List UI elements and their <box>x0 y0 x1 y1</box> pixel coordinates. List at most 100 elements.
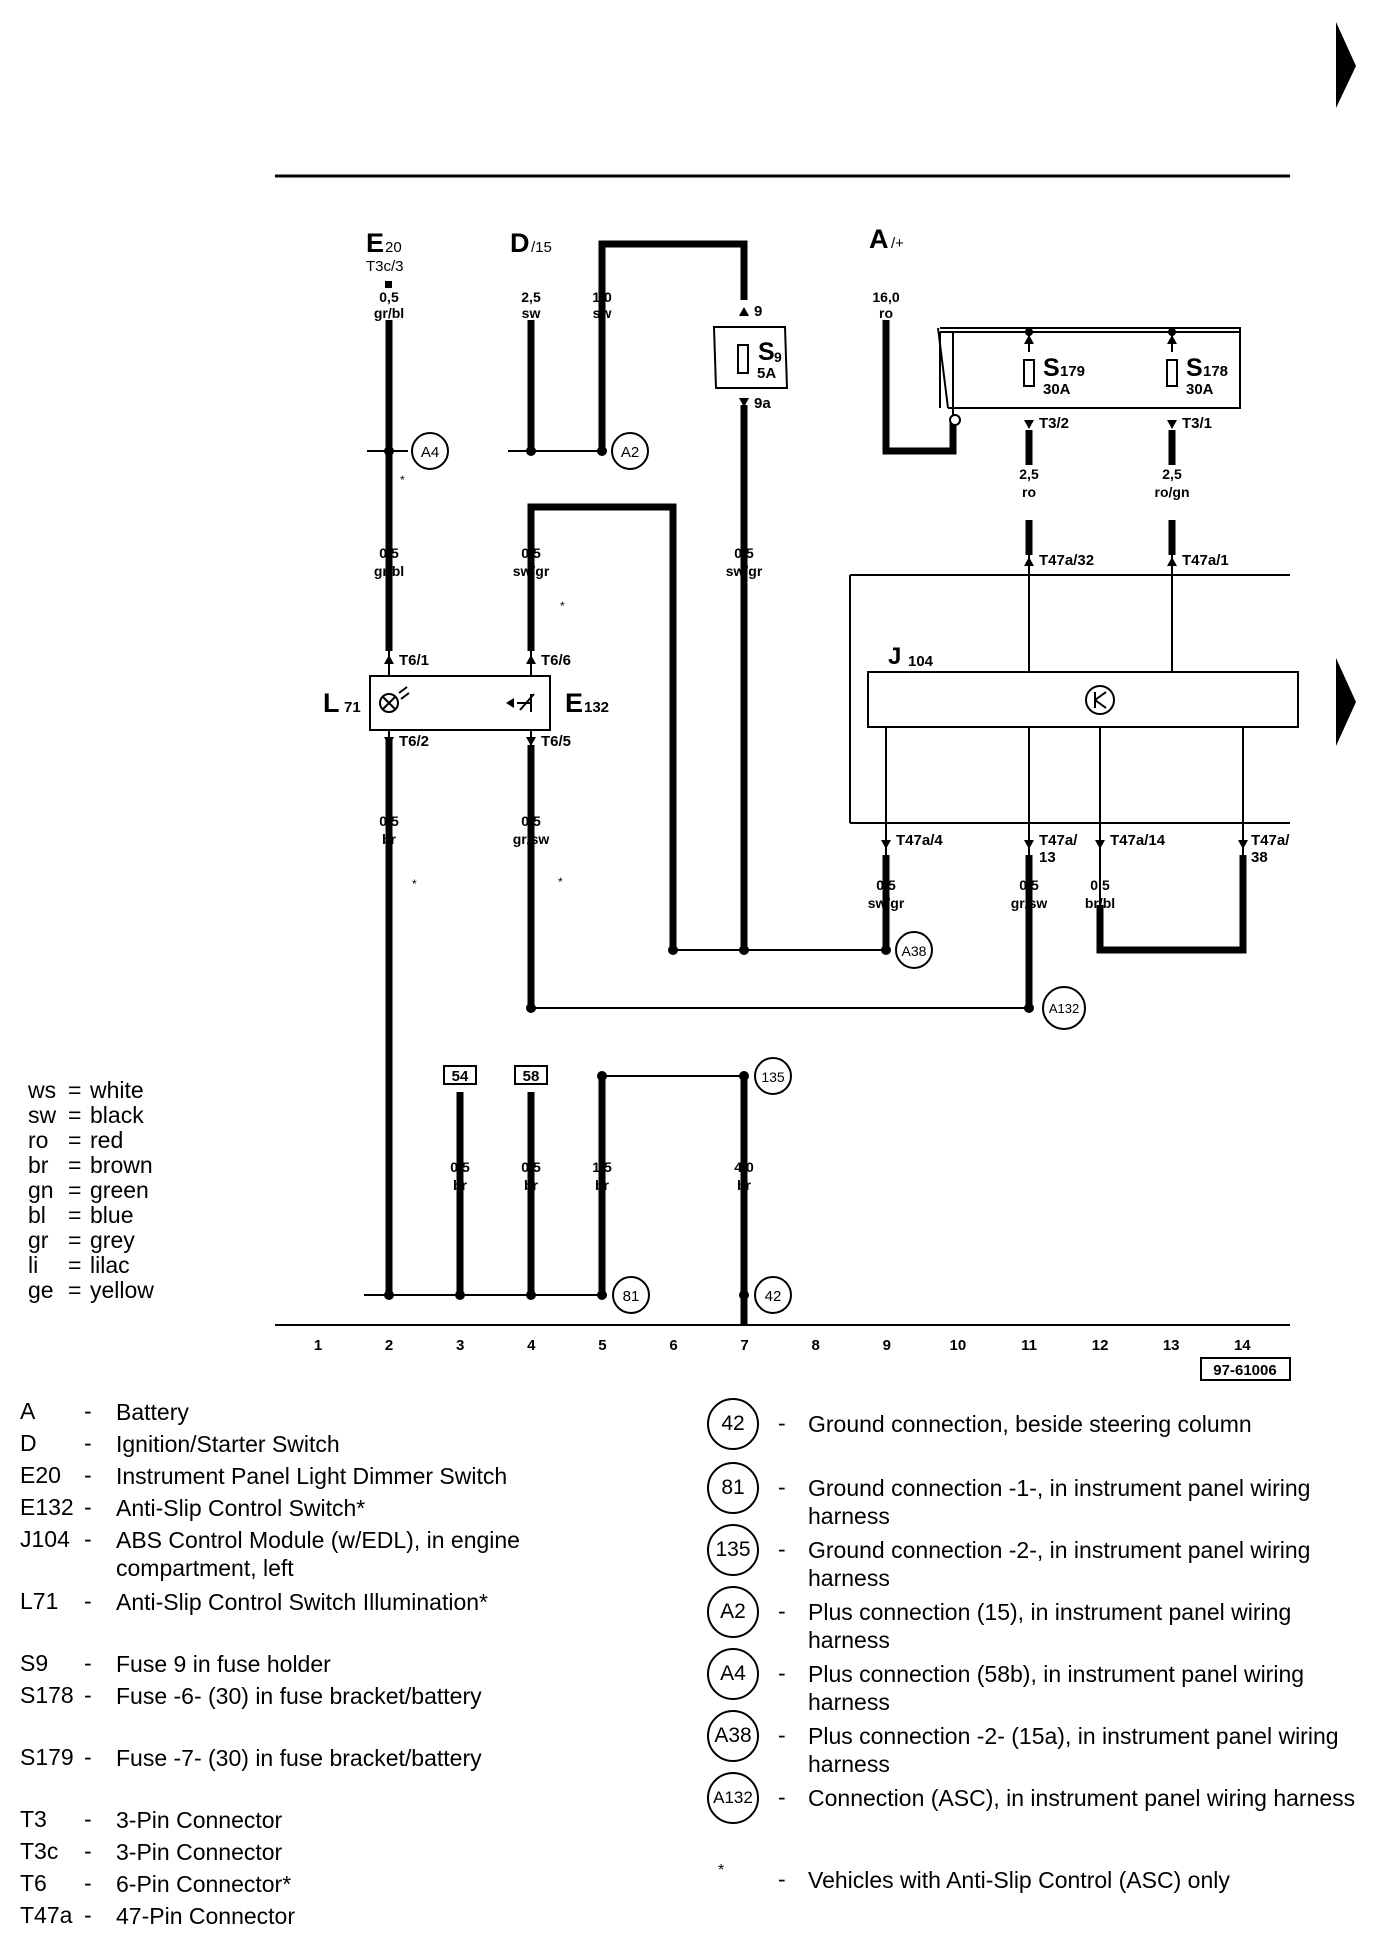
svg-text:ro: ro <box>879 305 893 321</box>
svg-text:T6/6: T6/6 <box>541 652 571 669</box>
svg-text:0,5: 0,5 <box>379 289 399 305</box>
color-abbr: ge <box>28 1277 54 1303</box>
ground-42[interactable]: 42 <box>754 1276 792 1314</box>
grid-number: 3 <box>456 1337 464 1354</box>
color-name: grey <box>90 1227 135 1253</box>
ground-135[interactable]: 135 <box>754 1057 792 1095</box>
svg-text:sw/gr: sw/gr <box>726 563 763 579</box>
svg-text:179: 179 <box>1060 363 1085 380</box>
svg-text:A2: A2 <box>621 444 639 461</box>
abs-control-module-j104[interactable] <box>849 574 1299 824</box>
svg-text:E: E <box>366 228 384 258</box>
svg-text:A4: A4 <box>421 444 439 461</box>
transistor-icon <box>1085 685 1115 715</box>
color-name: lilac <box>90 1252 130 1278</box>
svg-text:*: * <box>560 599 565 613</box>
connection-symbol: 42 <box>707 1398 759 1450</box>
component-code: S9 <box>20 1650 49 1676</box>
fuse-s9[interactable]: S 9 5A <box>712 326 789 389</box>
svg-text:L: L <box>323 688 340 718</box>
battery-header: A /+ <box>869 224 904 254</box>
component-code: S179 <box>20 1744 74 1770</box>
svg-text:sw/gr: sw/gr <box>868 895 905 911</box>
svg-text:97-61006: 97-61006 <box>1213 1362 1276 1379</box>
fuse-bracket <box>937 327 1241 409</box>
switch-assembly[interactable] <box>369 675 551 731</box>
fuse-s179[interactable]: S 179 30A T3/2 <box>1023 354 1085 432</box>
svg-text:4,0: 4,0 <box>734 1159 754 1175</box>
svg-text:81: 81 <box>623 1288 640 1305</box>
connection-a4[interactable]: A4 <box>411 432 449 470</box>
grid-number: 13 <box>1163 1337 1180 1354</box>
component-description: 6-Pin Connector* <box>116 1871 292 1897</box>
s9-pin-out: 9a <box>754 395 771 412</box>
next-page-arrow-icon[interactable] <box>1336 22 1356 108</box>
connection-symbol: A2 <box>707 1586 759 1638</box>
wire-labels: 0,5 gr/bl 2,5 sw 1,0 sw 16,0 ro 2,5 ro 2… <box>374 289 1190 1193</box>
svg-text:/15: /15 <box>531 239 552 256</box>
component-code: L71 <box>20 1588 59 1614</box>
svg-text:9: 9 <box>774 349 782 365</box>
svg-text:S: S <box>1186 354 1203 382</box>
svg-text:54: 54 <box>452 1068 469 1085</box>
grid-number: 7 <box>740 1337 748 1354</box>
connection-a2[interactable]: A2 <box>611 432 649 470</box>
legend-dash: - <box>84 1588 92 1614</box>
svg-text:*: * <box>412 877 417 891</box>
connection-symbol: A38 <box>707 1710 759 1762</box>
grid-number: 1 <box>314 1337 322 1354</box>
svg-text:sw: sw <box>522 305 541 321</box>
grid-number: 10 <box>950 1337 967 1354</box>
legend-dash: - <box>778 1722 786 1748</box>
legend-dash: - <box>84 1398 92 1424</box>
connection-a38[interactable]: A38 <box>895 931 933 969</box>
svg-text:A38: A38 <box>902 943 927 959</box>
component-code: D <box>20 1430 37 1456</box>
next-section-arrow-icon[interactable] <box>1336 658 1356 746</box>
connection-symbol: A4 <box>707 1648 759 1700</box>
svg-text:1,5: 1,5 <box>592 1159 612 1175</box>
svg-text:sw/gr: sw/gr <box>513 563 550 579</box>
terminal-58: 58 <box>514 1065 548 1085</box>
color-legend-row: gn=green <box>28 1178 154 1203</box>
legend-dash: - <box>778 1784 786 1810</box>
equals-sign: = <box>68 1127 82 1153</box>
legend-dash: - <box>84 1526 92 1552</box>
ground-81[interactable]: 81 <box>612 1276 650 1314</box>
legend-dash: - <box>84 1650 92 1676</box>
e20-header: E 20 T3c/3 <box>366 228 404 275</box>
connection-description: Plus connection -2- (15a), in instrument… <box>808 1723 1339 1777</box>
component-code: T3 <box>20 1806 47 1832</box>
equals-sign: = <box>68 1152 82 1178</box>
svg-text:T3/1: T3/1 <box>1182 415 1212 432</box>
color-name: white <box>90 1077 144 1103</box>
svg-text:gr/sw: gr/sw <box>513 831 550 847</box>
svg-text:T6/5: T6/5 <box>541 733 571 750</box>
color-abbr: li <box>28 1252 39 1278</box>
color-legend-row: gr=grey <box>28 1228 154 1253</box>
legend-dash: - <box>84 1870 92 1896</box>
wiring <box>385 240 1247 1325</box>
svg-text:gr/bl: gr/bl <box>374 305 404 321</box>
fuse-s178[interactable]: S 178 30A T3/1 <box>1166 354 1228 432</box>
connection-description: Vehicles with Anti-Slip Control (ASC) on… <box>808 1867 1230 1893</box>
legend-dash: - <box>84 1838 92 1864</box>
svg-text:5A: 5A <box>757 365 776 382</box>
color-abbr: gn <box>28 1177 54 1203</box>
component-description: Fuse -6- (30) in fuse bracket/battery <box>116 1683 482 1709</box>
component-description: ABS Control Module (w/EDL), in engine co… <box>116 1527 520 1581</box>
j104-label: J 104 <box>888 643 934 670</box>
svg-text:T3/2: T3/2 <box>1039 415 1069 432</box>
grid-number: 2 <box>385 1337 393 1354</box>
grid-number: 14 <box>1234 1337 1251 1354</box>
s9-pin-in: 9 <box>754 303 762 320</box>
svg-text:20: 20 <box>385 239 402 256</box>
terminal-54: 54 <box>443 1065 477 1085</box>
svg-text:104: 104 <box>908 653 934 670</box>
l71-label: L 71 <box>323 688 361 718</box>
svg-text:0,5: 0,5 <box>734 545 754 561</box>
svg-text:2,5: 2,5 <box>1019 466 1039 482</box>
svg-text:br: br <box>524 1177 539 1193</box>
connection-a132[interactable]: A132 <box>1042 986 1086 1030</box>
